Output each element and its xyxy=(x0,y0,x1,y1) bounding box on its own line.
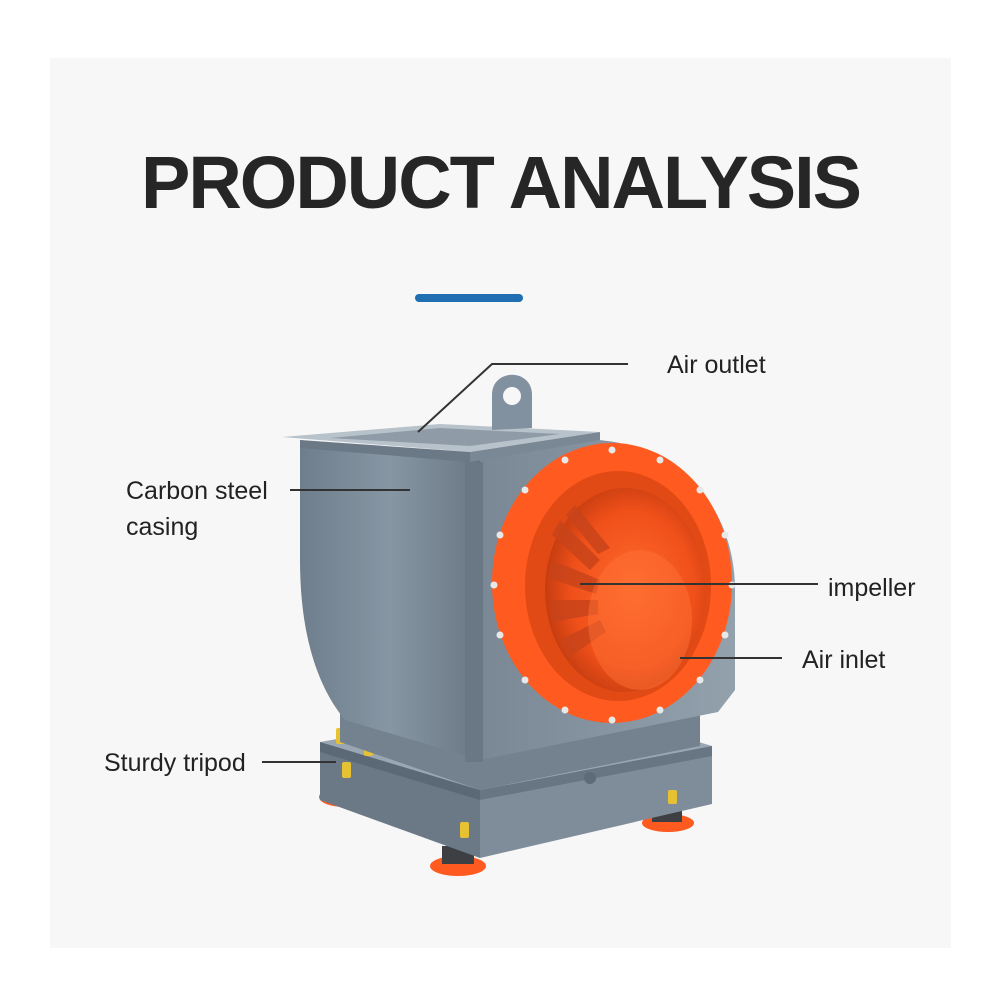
callout-air-outlet: Air outlet xyxy=(667,351,766,379)
flange-bolts xyxy=(490,446,736,724)
casing-rib xyxy=(465,462,483,762)
callout-impeller: impeller xyxy=(828,574,916,602)
casing-side-panel xyxy=(300,440,480,760)
callout-air-inlet: Air inlet xyxy=(802,646,886,674)
callout-lines xyxy=(262,363,818,763)
page-title: PRODUCT ANALYSIS xyxy=(140,141,862,224)
callout-casing-line1: Carbon steel xyxy=(126,477,268,505)
callout-sturdy-tripod: Sturdy tripod xyxy=(104,749,246,777)
impeller-blades xyxy=(548,505,610,658)
callout-casing-line2: casing xyxy=(126,513,199,541)
lifting-lug xyxy=(492,374,532,430)
air-outlet-opening xyxy=(282,424,600,462)
air-outlet-line xyxy=(417,363,628,433)
title-underline xyxy=(415,294,523,302)
